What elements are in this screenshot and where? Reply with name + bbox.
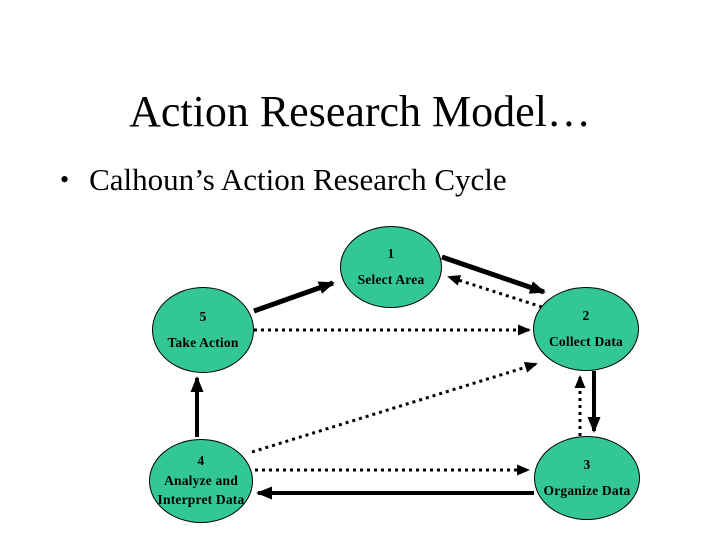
node-number: 2 (582, 307, 590, 323)
node-select-area: 1 Select Area (340, 226, 442, 308)
node-take-action: 5 Take Action (152, 287, 254, 373)
bullet-icon: • (60, 165, 70, 194)
node-label: Analyze and (164, 472, 238, 488)
bullet-text: Calhoun’s Action Research Cycle (89, 162, 507, 197)
node-collect-data: 2 Collect Data (533, 287, 639, 371)
node-label: Take Action (167, 334, 239, 350)
node-number: 5 (199, 308, 207, 324)
slide-title: Action Research Model… (129, 87, 591, 136)
arrow-5-to-1 (253, 280, 335, 314)
node-organize-data: 3 Organize Data (534, 436, 640, 520)
arrow-4-to-2-dotted (251, 362, 538, 454)
node-number: 1 (387, 245, 395, 261)
node-label-line2: Interpret Data (157, 492, 245, 508)
node-analyze-interpret-data: 4 Analyze and Interpret Data (149, 439, 253, 523)
arrow-2-to-1-dotted (447, 275, 543, 309)
arrow-1-to-2 (441, 254, 546, 295)
node-number: 3 (583, 456, 591, 472)
node-number: 4 (197, 452, 205, 468)
bullet-line: • Calhoun’s Action Research Cycle (60, 164, 507, 195)
node-label: Collect Data (548, 333, 623, 349)
node-label: Select Area (357, 271, 425, 287)
node-label: Organize Data (543, 482, 631, 498)
